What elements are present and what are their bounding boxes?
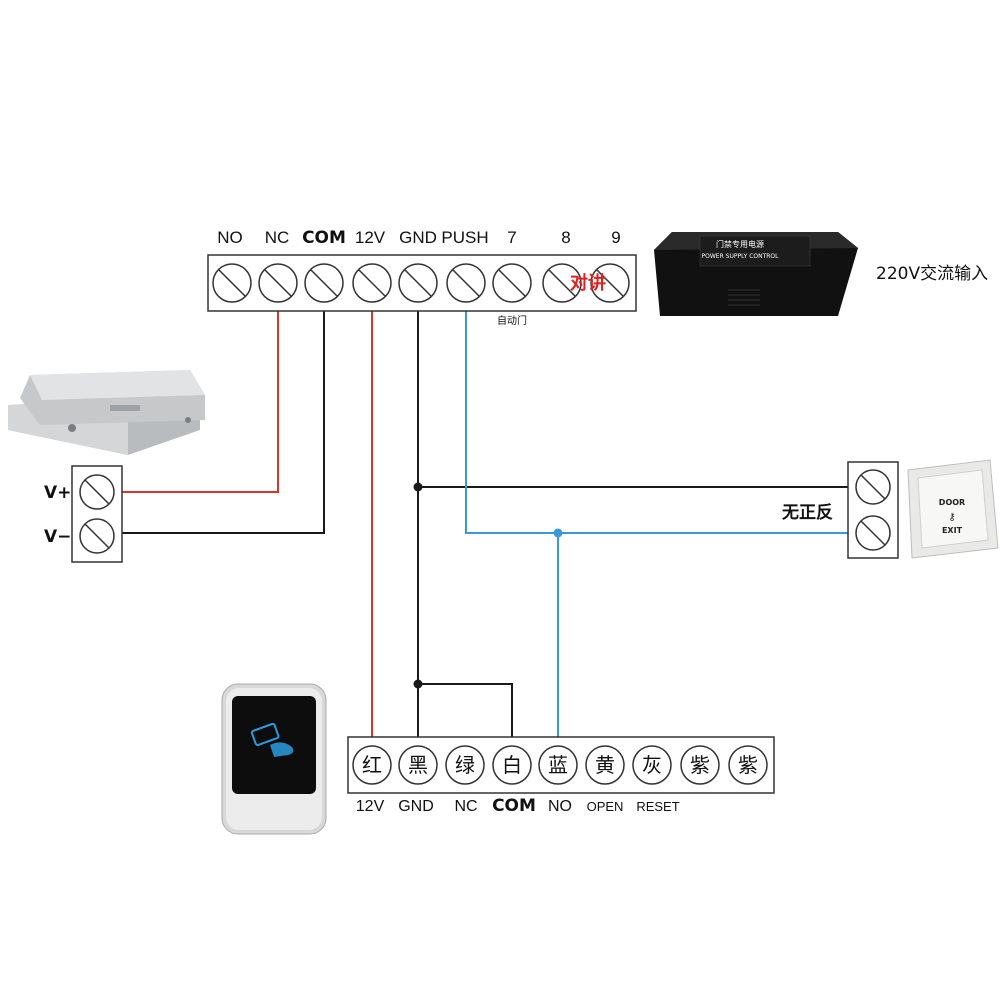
junction-push-reader (553, 528, 563, 538)
card-tap-icon (250, 722, 294, 757)
reader-label-nc: NC (454, 798, 477, 815)
wire-gnd-to-reader-com (418, 683, 513, 745)
controller-screw-7 (492, 263, 532, 303)
auto-door-label: 自动门 (497, 314, 527, 327)
key-icon: ⚷ (948, 512, 955, 523)
controller-label-nc: NC (265, 228, 290, 247)
controller-screw-gnd (398, 263, 438, 303)
intercom-label: 对讲 (570, 272, 606, 294)
reader-terminal-9: 紫 (728, 745, 768, 785)
exit-screw-1 (855, 469, 891, 505)
wire-push-to-exit (465, 282, 848, 534)
controller-screw-com (304, 263, 344, 303)
reader-label-12v: 12V (356, 798, 385, 815)
magnetic-lock-image (8, 370, 205, 455)
controller-screw-9 (590, 263, 630, 303)
reader-terminal-block: 红 黑 绿 白 蓝 黄 灰 紫 紫 12V GND NC COM NO OPEN RESET (347, 736, 775, 816)
reader-terminal-8: 紫 (680, 745, 720, 785)
reader-terminal-7: 灰 (632, 745, 672, 785)
wires (122, 282, 848, 745)
lock-minus-screw (79, 518, 115, 554)
exit-polarity-label: 无正反 (781, 503, 833, 523)
reader-label-reset: RESET (636, 799, 679, 814)
reader-terminal-6: 黄 (585, 745, 625, 785)
controller-label-7: 7 (507, 228, 516, 247)
wire-com-to-lock-minus (122, 282, 325, 534)
reader-label-gnd: GND (398, 798, 434, 815)
junction-gnd-reader (413, 679, 423, 689)
reader-terminal-1: 红 (352, 745, 392, 785)
reader-color-label: 紫 (690, 753, 710, 777)
reader-color-label: 红 (362, 753, 382, 777)
lock-minus-label: V− (44, 527, 71, 547)
controller-label-com: COM (302, 228, 346, 248)
controller-screw-nc (258, 263, 298, 303)
reader-color-label: 灰 (642, 753, 662, 777)
reader-terminal-4: 白 (492, 745, 532, 785)
reader-label-com: COM (492, 796, 536, 816)
controller-label-gnd: GND (399, 228, 437, 247)
reader-color-label: 黄 (595, 753, 615, 777)
wire-nc-to-lock-plus (122, 282, 279, 493)
lock-terminal-block: V+ V− (44, 465, 123, 563)
exit-button-text-bottom: EXIT (942, 526, 963, 535)
reader-color-label: 绿 (455, 753, 475, 777)
reader-terminal-5: 蓝 (538, 745, 578, 785)
junction-gnd-exit (413, 482, 423, 492)
exit-button-image: DOOR ⚷ EXIT (907, 459, 999, 559)
reader-terminal-3: 绿 (445, 745, 485, 785)
power-supply: 门禁专用电源 POWER SUPPLY CONTROL 220V交流输入 (654, 232, 988, 316)
controller-screw-push (446, 263, 486, 303)
lock-plus-screw (79, 474, 115, 510)
controller-label-9: 9 (611, 228, 620, 247)
reader-label-open: OPEN (587, 799, 624, 814)
controller-label-no: NO (217, 228, 243, 247)
lock-plus-label: V+ (44, 483, 71, 503)
reader-color-label: 白 (502, 753, 522, 777)
exit-button-text-top: DOOR (939, 498, 965, 507)
controller-screw-no (212, 263, 252, 303)
reader-color-label: 蓝 (548, 753, 568, 777)
reader-terminal-2: 黑 (398, 745, 438, 785)
power-box-title: 门禁专用电源 (716, 239, 764, 249)
reader-label-no: NO (548, 798, 572, 815)
controller-label-push: PUSH (441, 228, 488, 247)
junctions (413, 482, 563, 689)
reader-color-label: 紫 (738, 753, 758, 777)
power-input-label: 220V交流输入 (876, 264, 988, 284)
controller-label-12v: 12V (355, 228, 386, 247)
controller-label-8: 8 (561, 228, 570, 247)
controller-screw-12v (352, 263, 392, 303)
exit-terminal-block: 无正反 (781, 461, 899, 559)
exit-screw-2 (855, 515, 891, 551)
controller-screw-8 (542, 263, 582, 303)
reader-color-label: 黑 (408, 753, 428, 777)
card-reader-image (221, 683, 327, 835)
power-box-subtitle: POWER SUPPLY CONTROL (702, 253, 780, 260)
